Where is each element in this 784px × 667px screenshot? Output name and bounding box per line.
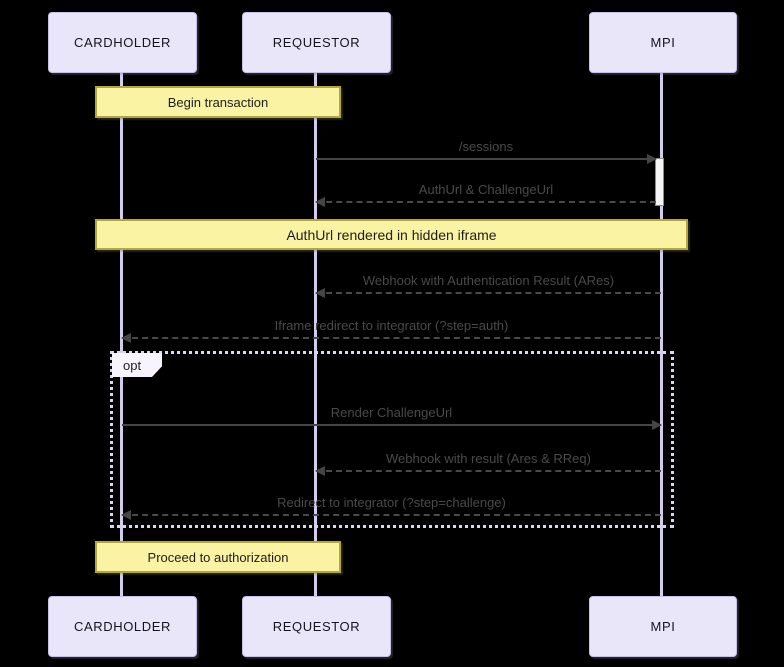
opt-fragment-label: opt: [112, 353, 162, 377]
message-render-challengeurl: Render ChallengeUrl: [122, 404, 662, 430]
actor-cardholder-top: CARDHOLDER: [48, 12, 197, 73]
lifeline-requestor: [314, 71, 317, 596]
message-line: [121, 510, 661, 520]
message-label: Redirect to integrator (?step=challenge): [277, 495, 506, 510]
message-label: Webhook with Authentication Result (ARes…: [362, 273, 615, 288]
arrowhead-left-icon: [315, 197, 325, 207]
message-line: [315, 197, 656, 207]
actor-mpi-bottom: MPI: [589, 596, 737, 657]
actor-requestor-top: REQUESTOR: [242, 12, 391, 73]
note-proceed-authorization: Proceed to authorization: [95, 541, 341, 573]
message-webhook-ares: Webhook with Authentication Result (ARes…: [315, 272, 661, 298]
message-line: [316, 154, 657, 164]
arrowhead-left-icon: [315, 288, 325, 298]
message-line: [315, 466, 661, 476]
message-line: [315, 288, 661, 298]
lifeline-mpi: [660, 71, 663, 596]
message-label: AuthUrl & ChallengeUrl: [418, 182, 554, 197]
note-authurl-iframe: AuthUrl rendered in hidden iframe: [95, 219, 688, 250]
message-authurl-challengeurl: AuthUrl & ChallengeUrl: [315, 181, 656, 207]
message-line: [121, 333, 661, 343]
opt-fragment: opt: [110, 351, 674, 528]
message-line: [122, 420, 662, 430]
message-label: Render ChallengeUrl: [330, 405, 453, 420]
message-label: /sessions: [458, 139, 514, 154]
message-label: Webhook with result (Ares & RReq): [386, 451, 591, 466]
arrowhead-right-icon: [652, 420, 662, 430]
arrowhead-left-icon: [121, 510, 131, 520]
arrowhead-left-icon: [121, 333, 131, 343]
actor-requestor-bottom: REQUESTOR: [242, 596, 391, 657]
arrowhead-left-icon: [315, 466, 325, 476]
message-iframe-redirect-auth: Iframe redirect to integrator (?step=aut…: [121, 317, 661, 343]
message-label: Iframe redirect to integrator (?step=aut…: [274, 318, 509, 333]
actor-mpi-top: MPI: [589, 12, 737, 73]
arrowhead-right-icon: [647, 154, 657, 164]
message-redirect-challenge: Redirect to integrator (?step=challenge): [121, 494, 661, 520]
message-webhook-rreq: Webhook with result (Ares & RReq): [315, 450, 661, 476]
actor-cardholder-bottom: CARDHOLDER: [48, 596, 197, 657]
activation-bar-mpi: [655, 158, 664, 206]
message-sessions: /sessions: [316, 138, 657, 164]
note-begin-transaction: Begin transaction: [95, 86, 341, 118]
